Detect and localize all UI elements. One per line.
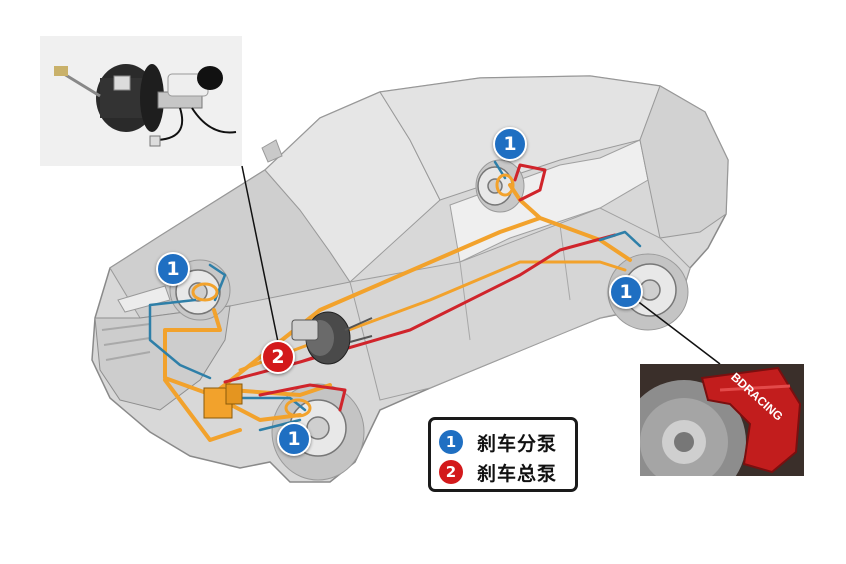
caliper-image: BDRACING [640, 364, 804, 476]
master-cylinder-assembly [291, 311, 373, 365]
abs-unit [203, 383, 243, 419]
legend-badge-2: 2 [439, 460, 463, 484]
master-cylinder-marker: 2 [261, 340, 295, 374]
master-cylinder-photo [40, 36, 242, 166]
legend-item-master-cylinder: 2 刹车总泵 [439, 458, 557, 486]
caliper-marker-front-left: 1 [156, 252, 190, 286]
callout-lines [241, 165, 721, 365]
caliper-marker-rear-top: 1 [493, 127, 527, 161]
caliper-marker-rear-right: 1 [609, 275, 643, 309]
legend-box: 1 刹车分泵 2 刹车总泵 [428, 417, 578, 492]
caliper-marker-front-right: 1 [277, 422, 311, 456]
brake-line-red [223, 163, 617, 412]
brake-lines [148, 160, 642, 442]
legend-label-2: 刹车总泵 [477, 462, 558, 485]
master-cylinder-image [54, 64, 237, 147]
brake-line-blue [148, 160, 642, 432]
caliper-photo: BDRACING [640, 364, 804, 476]
calipers [191, 173, 515, 418]
brake-disc-rear-top [477, 166, 513, 206]
legend-label-1: 刹车分泵 [477, 432, 558, 455]
legend-item-caliper: 1 刹车分泵 [439, 428, 557, 456]
legend-badge-1: 1 [439, 430, 463, 454]
